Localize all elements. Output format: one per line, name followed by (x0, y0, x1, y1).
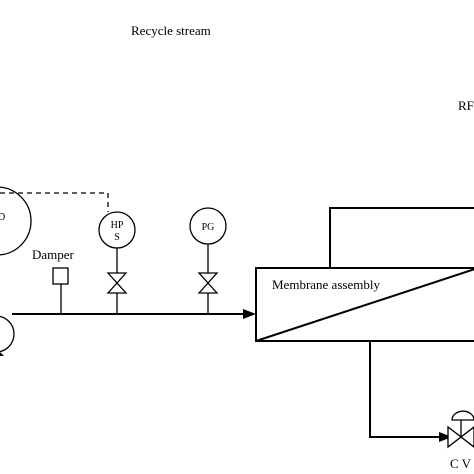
recycle-stream-label: Recycle stream (131, 23, 211, 38)
retentate-arrow-head (439, 432, 452, 442)
cv-label: C V (450, 456, 472, 471)
damper: Damper (32, 247, 75, 314)
hps-instrument: HP S (98, 211, 136, 314)
control-valve: C V (447, 410, 474, 471)
pump-symbol (0, 315, 15, 356)
recycle-loop-line (329, 207, 474, 268)
instrument-left-label: D (0, 212, 5, 223)
control-signal-dashed-line (0, 192, 109, 212)
damper-label: Damper (32, 247, 75, 262)
instrument-circle-left: D (0, 186, 32, 256)
pg-valve (197, 272, 219, 294)
hps-valve (106, 272, 128, 294)
pg-label: PG (202, 222, 215, 233)
membrane-label: Membrane assembly (272, 277, 380, 292)
feed-arrow-head (243, 309, 256, 319)
rf-label: RF (458, 98, 474, 113)
hps-label-line2: S (114, 232, 120, 243)
membrane-assembly: Membrane assembly (255, 267, 474, 342)
pg-instrument: PG (189, 207, 227, 314)
retentate-line (369, 341, 470, 438)
hps-label-line1: HP (111, 220, 124, 231)
